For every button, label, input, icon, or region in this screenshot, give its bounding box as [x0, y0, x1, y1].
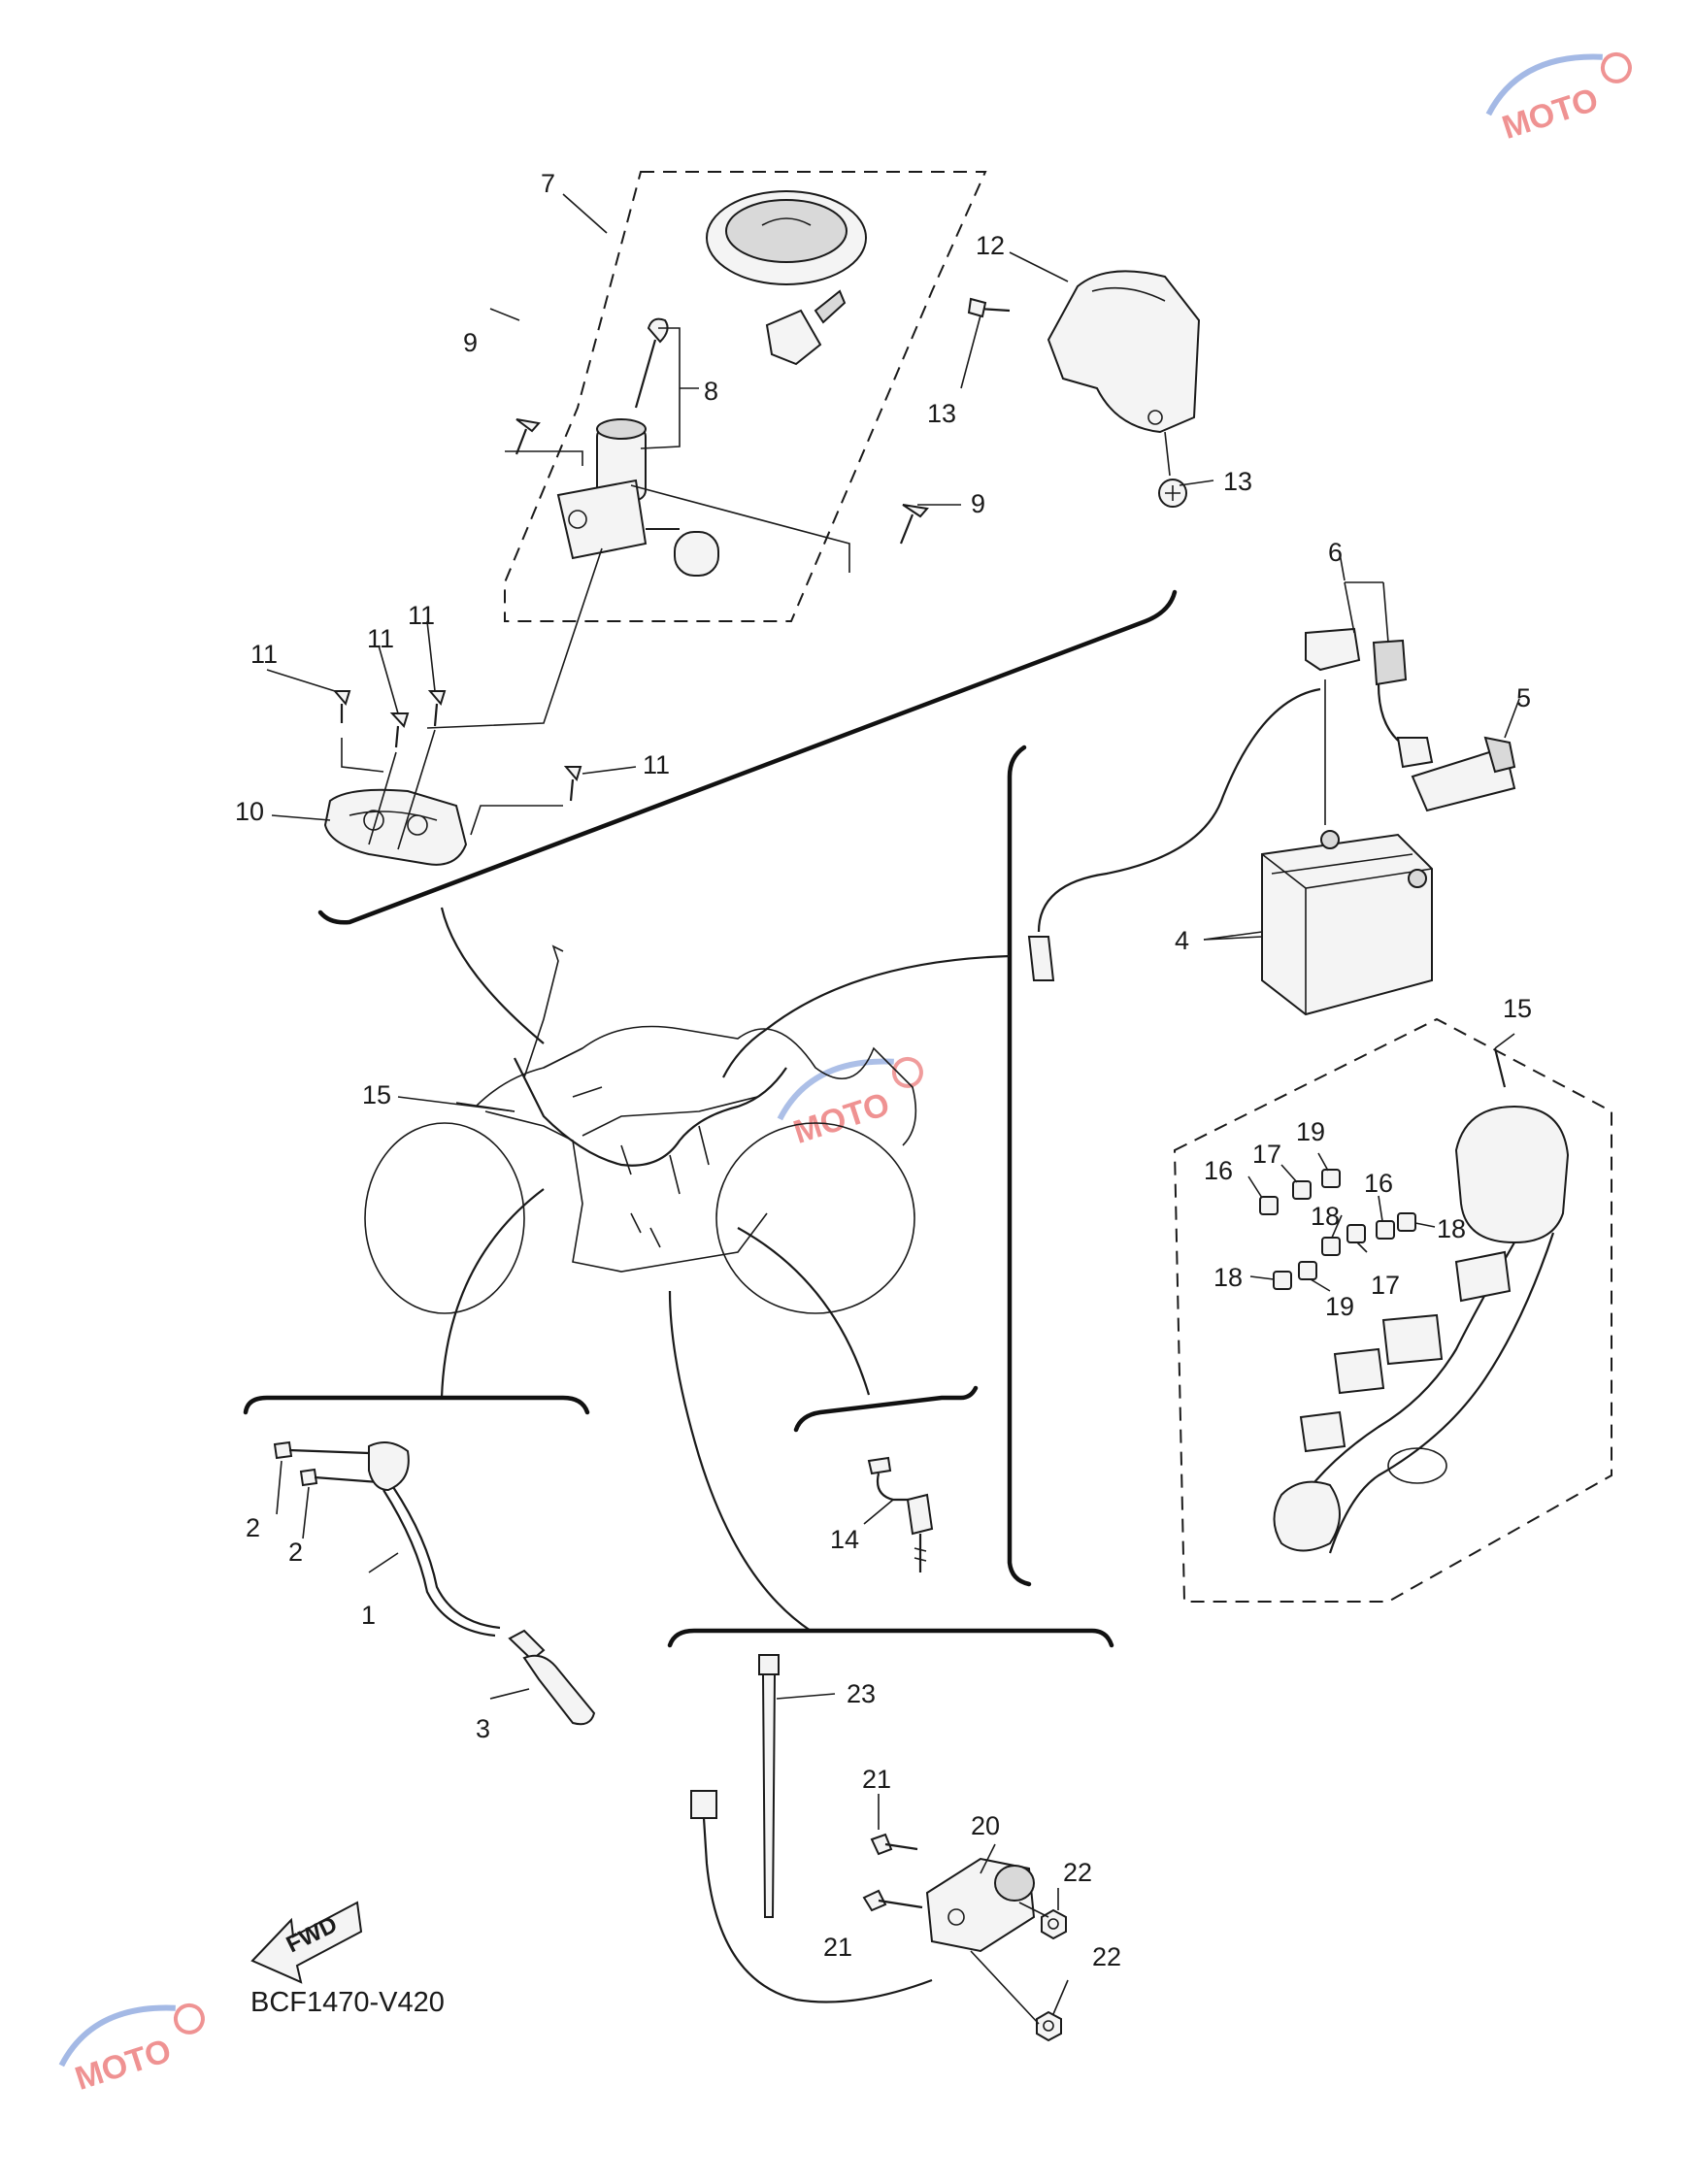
- fuse-18: [1397, 1212, 1416, 1232]
- callout-18: 18: [1437, 1214, 1466, 1243]
- callout-13: 13: [927, 399, 956, 428]
- fuse-18: [1321, 1237, 1341, 1256]
- callout-19: 19: [1296, 1117, 1325, 1146]
- callout-9: 9: [971, 489, 985, 518]
- callout-5: 5: [1516, 683, 1531, 712]
- callout-23: 23: [847, 1679, 876, 1708]
- fwd-arrow-icon: FWD: [250, 1901, 363, 1984]
- watermark-text: MOTO: [71, 2032, 176, 2097]
- callout-11: 11: [250, 640, 278, 669]
- fuse-17: [1346, 1224, 1366, 1243]
- section-frame-bottom-left: [243, 1395, 590, 1415]
- fuse-16: [1259, 1196, 1279, 1215]
- callout-16: 16: [1364, 1169, 1393, 1198]
- callout-13: 13: [1223, 467, 1252, 496]
- watermark-text: MOTO: [789, 1085, 894, 1150]
- watermark-text: MOTO: [1498, 81, 1603, 146]
- main-switch-group: [426, 171, 987, 729]
- callout-21: 21: [862, 1765, 891, 1794]
- callout-3: 3: [476, 1714, 490, 1743]
- section-frame-bottom: [667, 1628, 1114, 1648]
- switch-14-group: [793, 1385, 979, 1572]
- callout-2: 2: [246, 1513, 260, 1542]
- callout-14: 14: [830, 1525, 859, 1554]
- callout-15: 15: [362, 1080, 391, 1109]
- fuse-17: [1292, 1180, 1312, 1200]
- callout-labels: 7 9 8 9 12 13 13 6 5 4 15 11 11 11 11 10…: [235, 169, 1532, 1971]
- callout-7: 7: [541, 169, 555, 198]
- callout-2: 2: [288, 1538, 303, 1567]
- section-frame-switch: [793, 1385, 979, 1433]
- callout-12: 12: [976, 231, 1005, 260]
- callout-1: 1: [361, 1601, 376, 1630]
- callout-18: 18: [1213, 1263, 1243, 1292]
- watermark-logo-top-right: MOTO: [1485, 51, 1632, 147]
- callout-10: 10: [235, 797, 264, 826]
- callout-19: 19: [1325, 1292, 1354, 1321]
- callout-22: 22: [1092, 1942, 1121, 1971]
- wire-harness-detail-15: [1173, 1017, 1612, 1603]
- callout-11: 11: [367, 624, 394, 653]
- callout-17: 17: [1371, 1271, 1400, 1300]
- handlebar-cover-12: [967, 270, 1201, 508]
- section-frame-right: [1007, 745, 1032, 1587]
- callout-15: 15: [1503, 994, 1532, 1023]
- watermark-logo-bottom-left: MOTO: [58, 2002, 205, 2098]
- callout-18: 18: [1311, 1202, 1340, 1231]
- callout-17: 17: [1252, 1140, 1281, 1169]
- callout-11: 11: [643, 750, 670, 779]
- fuse-19: [1298, 1261, 1317, 1280]
- battery-group: [1007, 581, 1516, 1587]
- callout-20: 20: [971, 1811, 1000, 1840]
- callout-16: 16: [1204, 1156, 1233, 1185]
- callout-6: 6: [1328, 538, 1343, 567]
- bracket-10-group: [323, 690, 582, 866]
- tie-sensor-group: [667, 1628, 1114, 2042]
- diagram-code: BCF1470-V420: [250, 1987, 445, 2018]
- callout-21: 21: [823, 1933, 852, 1962]
- section-frame-top: [317, 589, 1178, 925]
- fuse-18: [1273, 1271, 1292, 1290]
- callout-9: 9: [463, 328, 478, 357]
- callout-11: 11: [408, 601, 435, 630]
- fuse-16: [1376, 1220, 1395, 1240]
- sensor-group: [243, 1395, 596, 1726]
- fuse-19: [1321, 1169, 1341, 1188]
- callout-22: 22: [1063, 1858, 1092, 1887]
- callout-leaders: [266, 193, 1520, 1112]
- callout-8: 8: [704, 377, 718, 406]
- motorcycle-outline: [364, 907, 1011, 1632]
- callout-4: 4: [1175, 926, 1189, 955]
